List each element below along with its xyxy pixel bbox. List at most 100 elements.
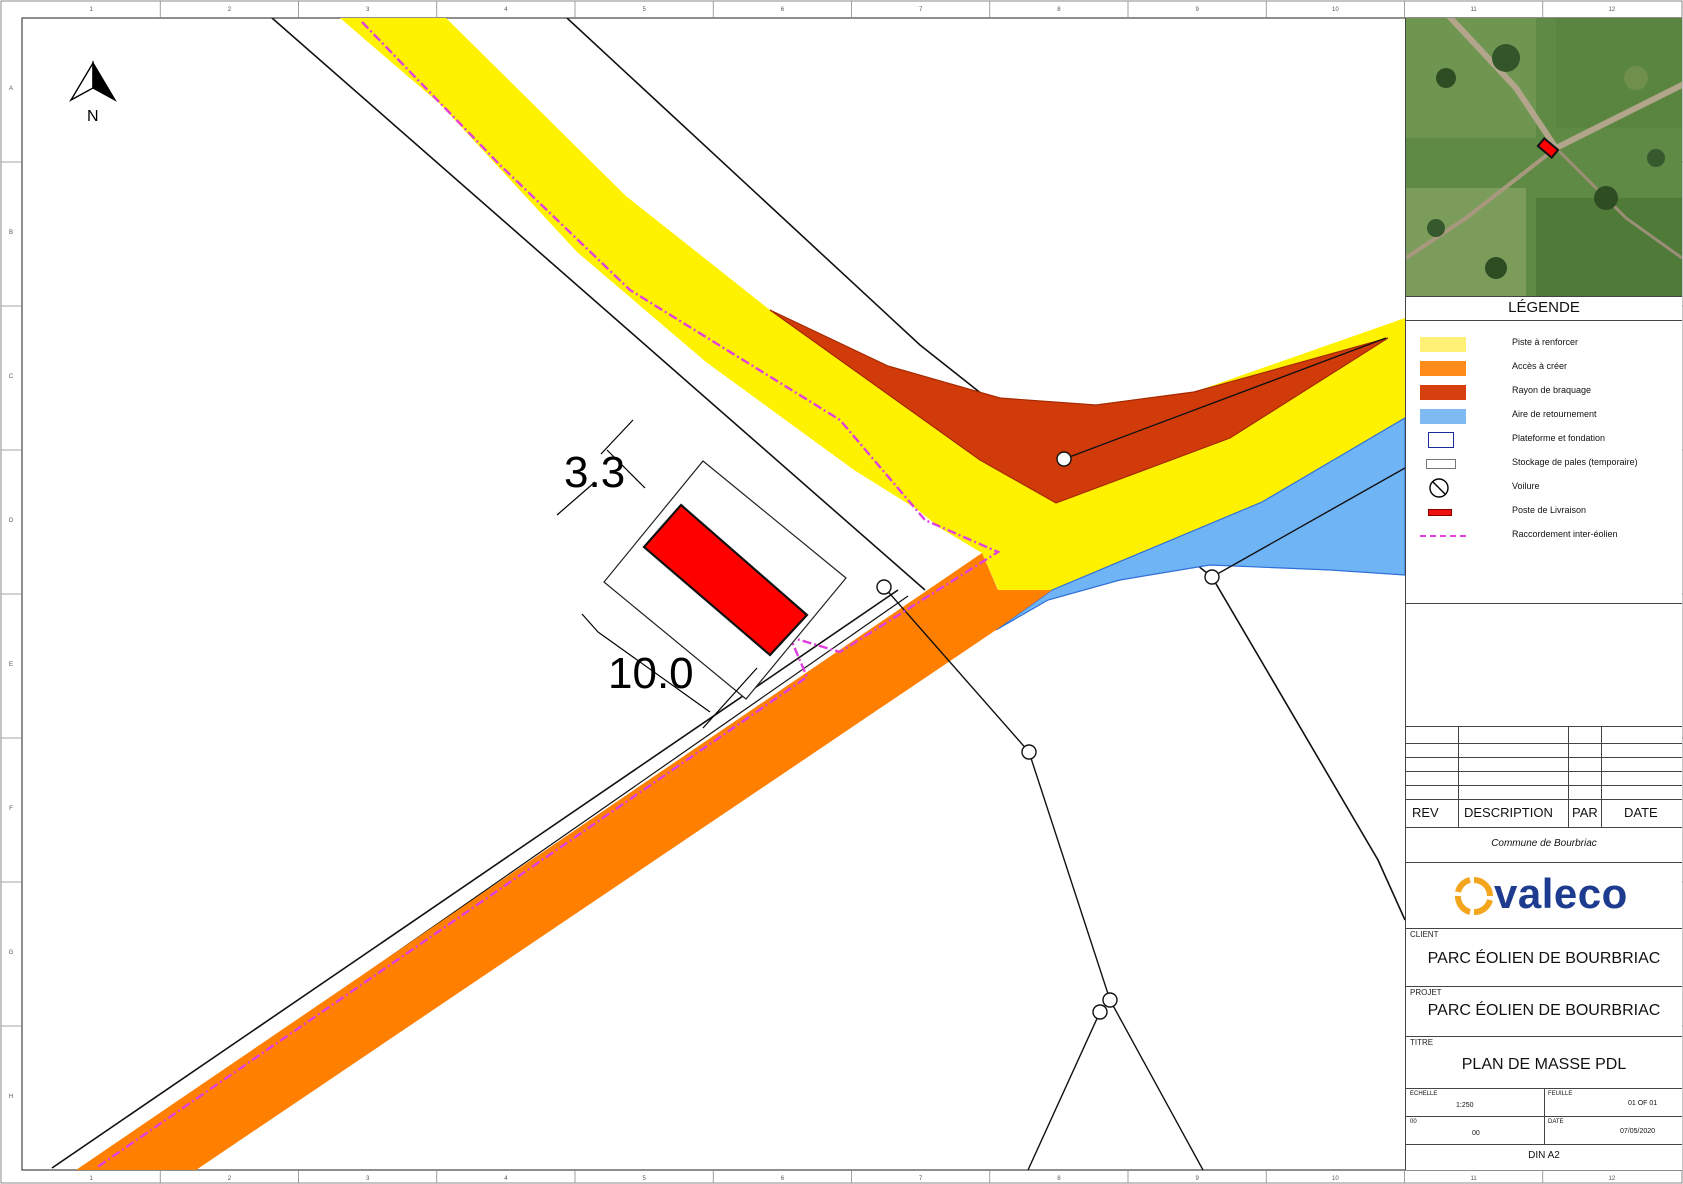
dimension-line-width xyxy=(606,449,646,489)
description-header: DESCRIPTION xyxy=(1464,805,1553,820)
yellow-swatch xyxy=(1420,337,1466,352)
commune-box: Commune de Bourbriac xyxy=(1406,826,1682,863)
voilure-node xyxy=(876,579,892,595)
aire-de-retournement-area xyxy=(995,417,1405,631)
legend-item: Aire de retournement xyxy=(1406,405,1682,427)
dimension-line-length xyxy=(597,631,711,713)
voilure-node xyxy=(1102,992,1118,1008)
map-area xyxy=(51,18,1405,1170)
logo-box: valeco xyxy=(1406,862,1682,929)
ruler-column-label: 9 xyxy=(1195,7,1199,13)
orange-swatch xyxy=(1420,361,1466,376)
north-arrow-icon xyxy=(69,60,117,102)
ruler-column-label: 3 xyxy=(366,1176,370,1182)
format-text: DIN A2 xyxy=(1528,1150,1560,1161)
ruler-column-label: 5 xyxy=(642,1176,646,1182)
legend-item: Plateforme et fondation xyxy=(1406,429,1682,451)
projet-box: PROJET PARC ÉOLIEN DE BOURBRIAC xyxy=(1406,986,1682,1037)
ruler-row-label: G xyxy=(9,950,14,956)
echelle-label: ECHELLE xyxy=(1410,1091,1438,1097)
ruler-column-label: 6 xyxy=(781,1176,785,1182)
date-label: DATE xyxy=(1548,1119,1564,1125)
red-bar-swatch xyxy=(1428,509,1452,516)
date-header: DATE xyxy=(1624,805,1658,820)
ruler-row-label: B xyxy=(9,230,13,236)
ruler-column-label: 10 xyxy=(1332,7,1339,13)
par-header: PAR xyxy=(1572,805,1598,820)
echelle-feuille-box: ECHELLE 1:250 FEUILLE 01 OF 01 xyxy=(1406,1088,1682,1117)
ruler-column-label: 9 xyxy=(1195,1176,1199,1182)
ruler-row-label: E xyxy=(9,662,13,668)
legend-item-label: Raccordement inter-éolien xyxy=(1512,529,1618,539)
light-blue-swatch xyxy=(1420,409,1466,424)
client-box: CLIENT PARC ÉOLIEN DE BOURBRIAC xyxy=(1406,928,1682,987)
ruler-column-label: 12 xyxy=(1609,1176,1616,1182)
legend-item-label: Poste de Livraison xyxy=(1512,505,1587,515)
revision-table: REV DESCRIPTION PAR DATE xyxy=(1406,726,1682,828)
legend-item-label: Accès à créer xyxy=(1512,361,1568,371)
legend-item: Rayon de braquage xyxy=(1406,381,1682,403)
ruler-column-label: 10 xyxy=(1332,1176,1339,1182)
legend-item: Stockage de pales (temporaire) xyxy=(1406,453,1682,475)
ruler-column-label: 5 xyxy=(642,7,646,13)
ruler-column-label: 7 xyxy=(919,1176,923,1182)
voilure-line xyxy=(1211,467,1405,578)
voilure-line xyxy=(1027,1011,1101,1170)
rev-header: REV xyxy=(1412,805,1439,820)
grey-outline-box-swatch xyxy=(1426,459,1456,469)
commune-text: Commune de Bourbriac xyxy=(1491,838,1597,849)
voilure-node xyxy=(1021,744,1037,760)
legend-item-label: Voilure xyxy=(1512,481,1540,491)
legend-item-label: Piste à renforcer xyxy=(1512,337,1579,347)
client-label: CLIENT xyxy=(1410,930,1439,939)
voilure-node xyxy=(1092,1004,1108,1020)
legend-title: LÉGENDE xyxy=(1406,296,1682,321)
voilure-line xyxy=(883,586,1204,1170)
projet-label: PROJET xyxy=(1410,988,1442,997)
ruler-column-label: 4 xyxy=(504,7,508,13)
valeco-logo-icon xyxy=(1455,877,1493,915)
ruler-column-label: 2 xyxy=(228,1176,232,1182)
rev-value: 00 xyxy=(1472,1130,1480,1137)
voilure-node xyxy=(1056,451,1072,467)
legend-item: Poste de Livraison xyxy=(1406,501,1682,523)
legend-item: Accès à créer xyxy=(1406,357,1682,379)
ruler-column-label: 2 xyxy=(228,7,232,13)
location-aerial-map xyxy=(1406,18,1682,297)
dimension-label-width: 3.3 xyxy=(564,448,625,497)
magenta-dashed-swatch xyxy=(1420,535,1466,537)
ruler-column-label: 11 xyxy=(1471,7,1478,13)
legend-item-label: Aire de retournement xyxy=(1512,409,1597,419)
ruler-column-label: 11 xyxy=(1471,1176,1478,1182)
rayon-de-braquage-area xyxy=(769,309,1389,504)
ruler-column-label: 12 xyxy=(1609,7,1616,13)
ruler-column-label: 4 xyxy=(504,1176,508,1182)
ruler-row-label: D xyxy=(9,518,14,524)
feuille-label: FEUILLE xyxy=(1548,1091,1573,1097)
echelle-value: 1:250 xyxy=(1456,1102,1474,1109)
titre-name: PLAN DE MASSE PDL xyxy=(1461,1056,1627,1073)
feuille-value: 01 OF 01 xyxy=(1628,1100,1658,1107)
dimension-extension-line xyxy=(581,613,758,729)
date-value: 07/05/2020 xyxy=(1620,1128,1656,1135)
legend-item-label: Stockage de pales (temporaire) xyxy=(1512,457,1638,467)
valeco-logo-text: valeco xyxy=(1494,870,1628,917)
acces-a-creer-area xyxy=(76,553,1052,1170)
legend-item: Piste à renforcer xyxy=(1406,333,1682,355)
ruler-column-label: 3 xyxy=(366,7,370,13)
ruler-column-label: 6 xyxy=(781,7,785,13)
ruler-column-label: 8 xyxy=(1057,7,1061,13)
legend-item: Voilure xyxy=(1406,477,1682,499)
dimension-extension-line xyxy=(556,419,634,516)
parcel-boundary-line xyxy=(51,589,899,1169)
ruler-column-label: 8 xyxy=(1057,1176,1061,1182)
voilure-line xyxy=(1063,337,1387,460)
rev-label: 00 xyxy=(1410,1119,1417,1125)
ruler-column-label: 1 xyxy=(89,1176,93,1182)
circle-slash-icon-swatch xyxy=(1428,477,1450,499)
ruler-row-label: A xyxy=(9,86,13,92)
ruler-column-label: 1 xyxy=(89,7,93,13)
